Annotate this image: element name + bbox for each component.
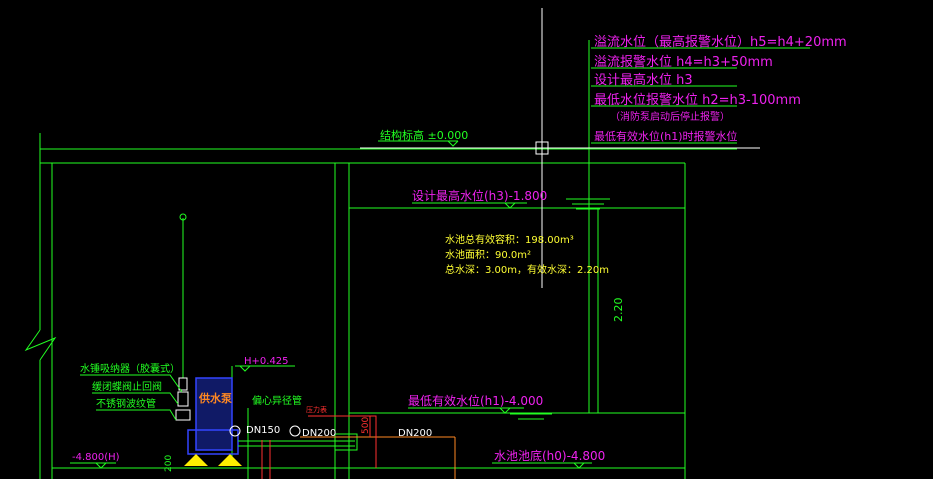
h4-label: 溢流报警水位 h4=h3+50mm (594, 54, 773, 70)
suction-pipes (238, 415, 456, 479)
dn200-label-a: DN200 (302, 428, 336, 439)
tank-structure (24, 40, 810, 479)
note-volume: 水池总有效容积：198.00m³ (445, 233, 574, 246)
design-high-level: 设计最高水位(h3)-1.800 (412, 188, 547, 203)
level-markers (70, 140, 592, 469)
dn200-label-b: DN200 (398, 428, 432, 439)
level-annotations: 溢流水位（最高报警水位）h5=h4+20mm 溢流报警水位 h4=h3+50mm… (594, 34, 847, 143)
crosshair-cursor[interactable] (360, 8, 760, 288)
vacuum-suppressor-label: 水锤吸纳器（胶囊式） (80, 362, 180, 375)
h1-alarm-label: 最低有效水位(h1)时报警水位 (594, 129, 738, 143)
dim-2-20: 2.20 (612, 298, 625, 323)
flex-joint-label: 不锈钢波纹管 (96, 397, 156, 410)
pump-assembly (175, 213, 358, 466)
flat-bottom-label: 偏心异径管 (252, 394, 302, 407)
pressure-gauge-label: 压力表 (306, 405, 327, 414)
dimensions: 2.20 500 200 (164, 298, 625, 473)
elevation-labels: 结构标高 ±0.000 设计最高水位(h3)-1.800 最低有效水位(h1)-… (72, 128, 605, 463)
equipment-labels: 水锤吸纳器（胶囊式） 缓闭蝶阀止回阀 不锈钢波纹管 供水泵 压力表 偏心异径管 … (80, 362, 432, 439)
callout-leaders (80, 374, 183, 421)
tank-notes: 水池总有效容积：198.00m³ 水池面积：90.0m² 总水深：3.00m，有… (445, 233, 609, 276)
pool-bottom-level: 水池池底(h0)-4.800 (494, 448, 605, 463)
pump-body (195, 377, 233, 451)
min-effective-level: 最低有效水位(h1)-4.000 (408, 393, 543, 408)
left-bottom-level: -4.800(H) (72, 452, 120, 463)
h2-label: 最低水位报警水位 h2=h3-100mm (594, 92, 801, 108)
h-level: H+0.425 (244, 356, 289, 367)
check-valve-label: 缓闭蝶阀止回阀 (92, 380, 162, 393)
structure-elevation: 结构标高 ±0.000 (380, 128, 468, 142)
dim-500: 500 (361, 417, 371, 434)
dn150-label: DN150 (246, 425, 280, 436)
h3-label: 设计最高水位 h3 (594, 72, 693, 88)
note-depth: 总水深：3.00m，有效水深：2.20m (445, 263, 609, 276)
pump-label: 供水泵 (198, 391, 232, 405)
h5-label: 溢流水位（最高报警水位）h5=h4+20mm (594, 34, 847, 50)
dim-200: 200 (164, 455, 174, 472)
note-area: 水池面积：90.0m² (445, 248, 531, 261)
h2-note: （消防泵启动后停止报警） (610, 110, 730, 123)
